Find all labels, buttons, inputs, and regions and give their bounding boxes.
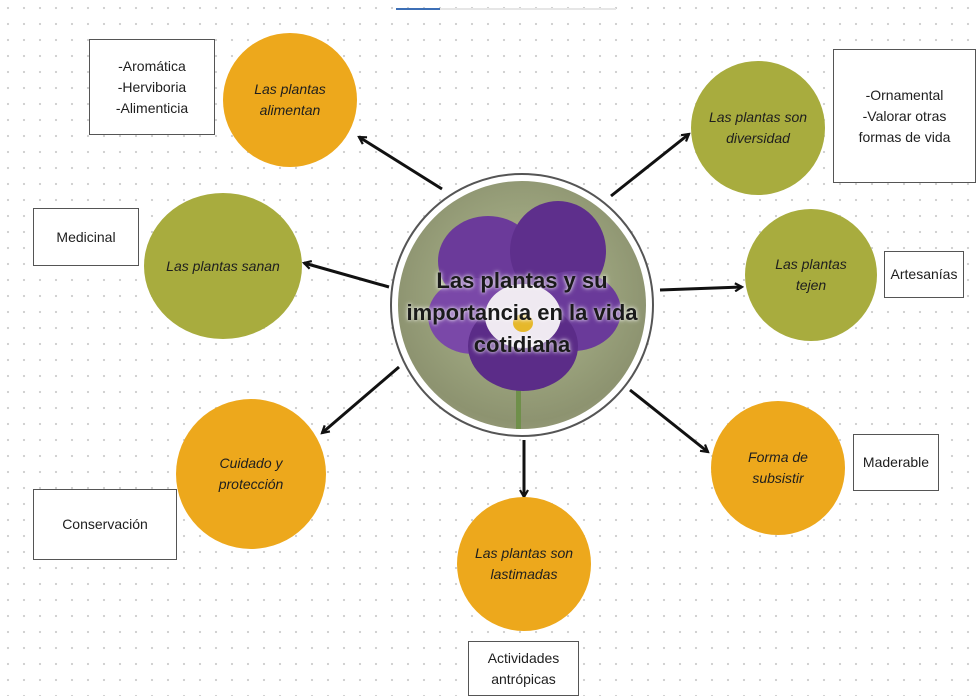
- detail-box-alimentan: -Aromática -Herviboria -Alimenticia: [89, 39, 215, 135]
- node-subsistir: Forma de subsistir: [711, 401, 845, 535]
- detail-box-sanan: Medicinal: [33, 208, 139, 266]
- node-diversidad: Las plantas son diversidad: [691, 61, 825, 195]
- arrow-to-diversidad: [610, 134, 689, 198]
- top-indicator-bar: [396, 8, 616, 10]
- arrow-to-cuidado: [322, 365, 400, 433]
- detail-box-diversidad: -Ornamental -Valorar otras formas de vid…: [833, 49, 976, 183]
- central-topic: Las plantas y su importancia en la vida …: [390, 173, 654, 437]
- detail-box-cuidado: Conservación: [33, 489, 177, 560]
- arrow-to-tejen: [659, 287, 742, 290]
- node-alimentan: Las plantas alimentan: [223, 33, 357, 167]
- detail-box-tejen: Artesanías: [884, 251, 964, 298]
- node-lastimadas: Las plantas son lastimadas: [457, 497, 591, 631]
- pansy-flower-image: Las plantas y su importancia en la vida …: [398, 181, 646, 429]
- node-label: Las plantas son diversidad: [708, 109, 808, 146]
- node-tejen: Las plantas tejen: [745, 209, 877, 341]
- pansy-icon: [428, 201, 621, 429]
- node-label: Las plantas son lastimadas: [474, 545, 574, 582]
- arrow-to-alimentan: [359, 135, 443, 191]
- node-label: Forma de subsistir: [748, 449, 808, 486]
- top-indicator-active: [396, 8, 440, 10]
- node-sanan: Las plantas sanan: [144, 193, 302, 339]
- node-label: Las plantas sanan: [166, 257, 280, 274]
- arrow-to-subsistir: [629, 388, 708, 452]
- detail-box-lastimadas: Actividades antrópicas: [468, 641, 579, 696]
- node-cuidado: Cuidado y protección: [176, 399, 326, 549]
- node-label: Cuidado y protección: [218, 455, 284, 492]
- node-label: Las plantas tejen: [775, 256, 847, 293]
- detail-box-subsistir: Maderable: [853, 434, 939, 491]
- arrow-to-sanan: [304, 263, 390, 289]
- node-label: Las plantas alimentan: [254, 81, 326, 118]
- central-title: Las plantas y su importancia en la vida …: [406, 268, 638, 357]
